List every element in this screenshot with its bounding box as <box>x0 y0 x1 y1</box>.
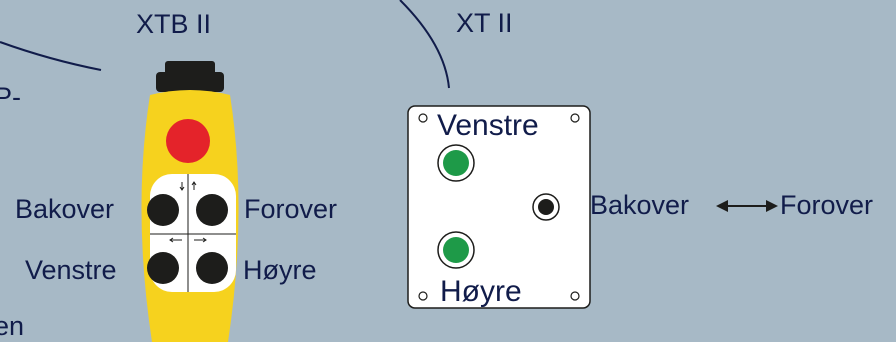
green-button-icon[interactable] <box>437 231 475 269</box>
xtb-button-forover[interactable] <box>196 194 228 226</box>
leader-line-xt <box>399 0 450 89</box>
green-button-icon[interactable] <box>437 144 475 182</box>
xtb-button-hoyre[interactable] <box>196 252 228 284</box>
double-arrow-icon <box>716 200 778 212</box>
black-button-icon[interactable] <box>532 193 560 221</box>
cutoff-label-top: P- <box>0 82 21 112</box>
xt-panel <box>407 105 591 309</box>
xt-label-bakover: Bakover <box>590 190 690 220</box>
xtb-label-forover: Forover <box>244 194 338 224</box>
xtb-label-hoyre: Høyre <box>243 255 317 285</box>
xtb-title: XTB II <box>136 9 212 39</box>
xt-title: XT II <box>456 8 513 38</box>
cutoff-label-bottom: en <box>0 311 25 341</box>
xtb-label-bakover: Bakover <box>15 194 115 224</box>
xtb-button-venstre[interactable] <box>147 252 179 284</box>
xtb-label-venstre: Venstre <box>25 255 117 285</box>
xtb-button-bakover[interactable] <box>147 194 179 226</box>
xt-label-forover: Forover <box>780 190 874 220</box>
leader-line-left <box>0 41 102 71</box>
xt-label-hoyre: Høyre <box>440 275 522 308</box>
xt-label-venstre: Venstre <box>437 109 539 142</box>
xtb-pendant <box>141 61 239 342</box>
emergency-stop-icon[interactable] <box>166 119 210 163</box>
